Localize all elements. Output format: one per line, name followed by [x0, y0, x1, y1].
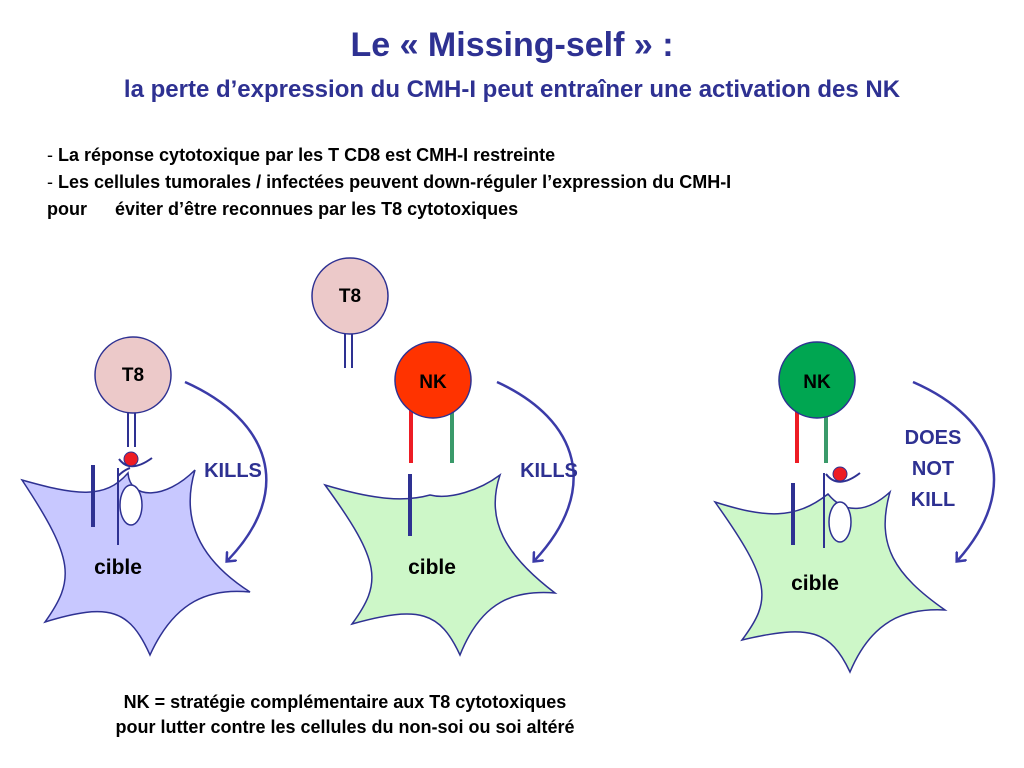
- t8-label-2: T8: [339, 286, 361, 307]
- mhc-molecule-body-3: [828, 501, 852, 543]
- peptide-cup-3: [825, 472, 861, 483]
- bullet-1: - La réponse cytotoxique par les T CD8 e…: [47, 142, 731, 169]
- outcome-label-2: KILLS: [520, 460, 578, 482]
- target-label-1: cible: [94, 556, 142, 579]
- outcome-label-1: KILLS: [204, 460, 262, 482]
- bullet-2-continuation: pour éviter d’être reconnues par les T8 c…: [47, 196, 731, 223]
- bullet-dash: -: [47, 172, 53, 192]
- target-cell-2: [323, 472, 558, 657]
- bullet-text: pour: [47, 199, 87, 219]
- bullet-list: - La réponse cytotoxique par les T CD8 e…: [47, 142, 731, 223]
- nk-cell-inactive: [778, 341, 856, 419]
- target-cell-1: [20, 469, 251, 657]
- bullet-2: - Les cellules tumorales / infectées peu…: [47, 169, 731, 196]
- mhc-molecule-arm-1: [117, 467, 131, 477]
- outcome-label-3-line1: DOES: [905, 427, 962, 449]
- peptide-antigen-3: [832, 466, 848, 482]
- peptide-antigen-1: [123, 451, 139, 467]
- target-label-2: cible: [408, 556, 456, 579]
- conclusion-line-1: NK = stratégie complémentaire aux T8 cyt…: [123, 692, 567, 712]
- panel-2: NK T8 cible KILLS: [311, 257, 578, 657]
- slide-title: Le « Missing-self » :: [350, 26, 674, 64]
- mhc-molecule-body-1: [119, 484, 143, 526]
- kill-arrow-2: [496, 380, 575, 560]
- outcome-label-3-line3: KILL: [911, 489, 955, 511]
- bullet-text: Les cellules tumorales / infectées peuve…: [58, 172, 732, 192]
- target-cell-3: [713, 489, 948, 674]
- slide-subtitle: la perte d’expression du CMH-I peut entr…: [123, 76, 901, 103]
- nk-label-3: NK: [803, 372, 831, 393]
- no-kill-arrow-3: [912, 380, 996, 560]
- panel-3: NK cible DOES NOT KILL: [713, 341, 996, 674]
- panel-1: T8 cible KILLS: [20, 336, 268, 657]
- outcome-label-3-line2: NOT: [912, 458, 954, 480]
- nk-label-2: NK: [419, 372, 447, 393]
- bullet-text: éviter d’être reconnues par les T8 cytot…: [115, 199, 519, 219]
- t8-label-1: T8: [122, 365, 144, 386]
- conclusion-line-2: pour lutter contre les cellules du non-s…: [115, 717, 575, 737]
- bullet-dash: -: [47, 145, 53, 165]
- conclusion: NK = stratégie complémentaire aux T8 cyt…: [0, 690, 690, 740]
- t8-cell-1: [94, 336, 172, 414]
- t8-cell-2: [311, 257, 389, 335]
- kill-arrow-1: [184, 380, 268, 560]
- bullet-text: La réponse cytotoxique par les T CD8 est…: [58, 145, 556, 165]
- nk-cell-active: [394, 341, 472, 419]
- target-label-3: cible: [791, 572, 839, 595]
